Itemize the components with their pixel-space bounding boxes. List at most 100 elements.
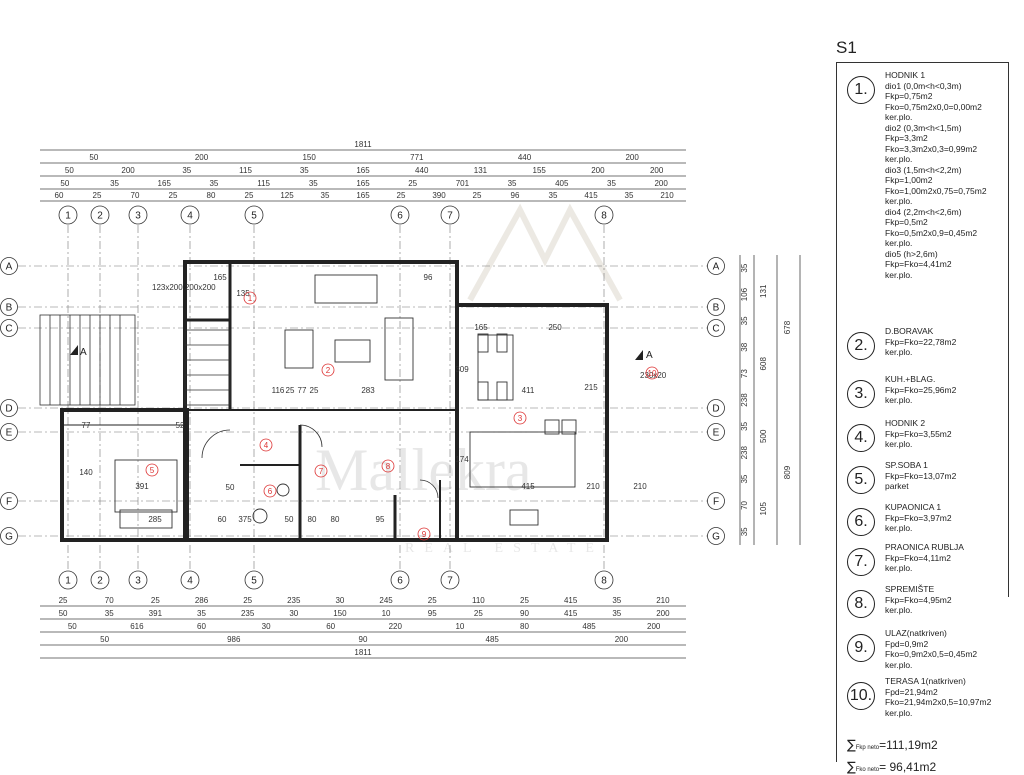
room-marker bbox=[645, 366, 659, 380]
dimension-label: 250 bbox=[548, 323, 562, 332]
axis-bubble bbox=[707, 492, 725, 510]
dimension-label: 391 bbox=[149, 609, 163, 618]
axis-label: B bbox=[6, 303, 13, 314]
dimension-label: 286 bbox=[195, 596, 209, 605]
dimension-label: 25 bbox=[428, 596, 437, 605]
dimension-label: 70 bbox=[740, 500, 749, 509]
dimension-label: 415 bbox=[564, 609, 578, 618]
axis-bubble bbox=[0, 399, 18, 417]
room-area-line: Fkp=Fko=3,97m2 bbox=[885, 512, 952, 523]
dimension-label: 485 bbox=[486, 635, 500, 644]
axis-bubble bbox=[707, 399, 725, 417]
room-area-line: dio3 (1,5m<h<2,2m) bbox=[885, 164, 962, 175]
dimension-label: 35 bbox=[309, 179, 318, 188]
axis-bubble bbox=[594, 205, 614, 225]
room-name: KUPAONICA 1 bbox=[885, 502, 942, 512]
room-area-line: ker.plo. bbox=[885, 439, 913, 449]
axis-bubble bbox=[128, 570, 148, 590]
dimension-label: 35 bbox=[625, 191, 634, 200]
axis-bubble bbox=[707, 423, 725, 441]
room-marker bbox=[263, 484, 277, 498]
dimension-label: 200 bbox=[121, 166, 135, 175]
axis-bubble bbox=[707, 319, 725, 337]
room-marker bbox=[417, 527, 431, 541]
dimension-label: 25 bbox=[474, 609, 483, 618]
dimension-label: 415 bbox=[521, 482, 535, 491]
axis-label: F bbox=[713, 497, 719, 508]
room-marker-number: 4 bbox=[264, 441, 269, 450]
dimension-label: 60 bbox=[218, 515, 227, 524]
dimension-label: 35 bbox=[110, 179, 119, 188]
dimension-label: 200 bbox=[615, 635, 629, 644]
room-marker bbox=[243, 291, 257, 305]
room-area-line: Fko=0,75m2x0,0=0,00m2 bbox=[885, 101, 982, 112]
dimension-label: 200 bbox=[195, 153, 209, 162]
room-area-line: ker.plo. bbox=[885, 523, 913, 533]
room-marker-number: 2 bbox=[326, 366, 331, 375]
dimension-label: 70 bbox=[105, 596, 114, 605]
room-name: D.BORAVAK bbox=[885, 326, 934, 336]
room-area-line: dio2 (0,3m<h<1,5m) bbox=[885, 122, 962, 133]
total-value: =111,19m2 bbox=[879, 738, 938, 752]
dimension-label: 25 bbox=[408, 179, 417, 188]
room-area-line: Fkp=0,5m2 bbox=[885, 217, 928, 227]
right-dimension-labels: 3510635387323835238357035131608500105678… bbox=[740, 263, 792, 536]
dimension-label: 35 bbox=[607, 179, 616, 188]
dimension-label: 131 bbox=[474, 166, 488, 175]
dimension-label: 131 bbox=[759, 284, 768, 298]
room-name: HODNIK 2 bbox=[885, 418, 926, 428]
room-area-line: ker.plo. bbox=[885, 347, 913, 357]
room-area-line: Fkp=Fko=4,95m2 bbox=[885, 594, 952, 605]
room-marker-number: 1 bbox=[248, 294, 253, 303]
room-number-circle: 9. bbox=[847, 634, 875, 662]
sigma-icon: ∑ bbox=[847, 738, 856, 753]
dimension-label: 60 bbox=[197, 622, 206, 631]
room-area-line: ker.plo. bbox=[885, 395, 913, 405]
room-area-line: Fko=3,3m2x0,3=0,99m2 bbox=[885, 143, 978, 154]
axis-bubble bbox=[244, 570, 264, 590]
axis-bubble bbox=[90, 205, 110, 225]
dimension-label: 115 bbox=[257, 179, 270, 188]
sink bbox=[509, 509, 539, 526]
room-area-line: Fko=0,9m2x0,5=0,45m2 bbox=[885, 649, 978, 659]
dimension-total: 1811 bbox=[354, 648, 372, 657]
dimension-label: 52 bbox=[176, 421, 185, 430]
window-note: 230x20 bbox=[640, 371, 667, 380]
dimension-label: 105 bbox=[759, 502, 768, 516]
axis-label: 6 bbox=[397, 576, 403, 587]
section-mark-label: A bbox=[80, 347, 87, 358]
room-area-line: Fkp=Fko=22,78m2 bbox=[885, 336, 957, 347]
axis-label: C bbox=[712, 324, 719, 335]
room-number-circle: 6. bbox=[847, 508, 875, 536]
dimension-label: 235 bbox=[241, 609, 255, 618]
dimension-label: 375 bbox=[238, 515, 252, 524]
axis-label: A bbox=[6, 262, 13, 273]
room-number-circle: 7. bbox=[847, 548, 875, 576]
dimension-label: 200 bbox=[625, 153, 639, 162]
axis-bubble bbox=[707, 257, 725, 275]
axis-label: A bbox=[713, 262, 720, 273]
dimension-label: 30 bbox=[335, 596, 344, 605]
dimension-label: 440 bbox=[518, 153, 532, 162]
dimension-label: 25 bbox=[151, 596, 160, 605]
dimension-label: 200 bbox=[650, 166, 664, 175]
room-area-line: parket bbox=[885, 481, 909, 491]
door-swings bbox=[201, 424, 439, 499]
dimension-label: 30 bbox=[262, 622, 271, 631]
axis-bubble bbox=[180, 570, 200, 590]
room-area-line: dio4 (2,2m<h<2,6m) bbox=[885, 206, 962, 217]
axis-label: E bbox=[713, 428, 720, 439]
dimension-label: 165 bbox=[474, 323, 488, 332]
room-area-line: ker.plo. bbox=[885, 154, 913, 164]
dimension-label: 415 bbox=[584, 191, 598, 200]
room-area-line: Fkp=1,00m2 bbox=[885, 175, 933, 185]
dimension-label: 174 bbox=[455, 455, 469, 464]
dimension-label: 245 bbox=[379, 596, 393, 605]
dimension-label: 238 bbox=[740, 393, 749, 407]
